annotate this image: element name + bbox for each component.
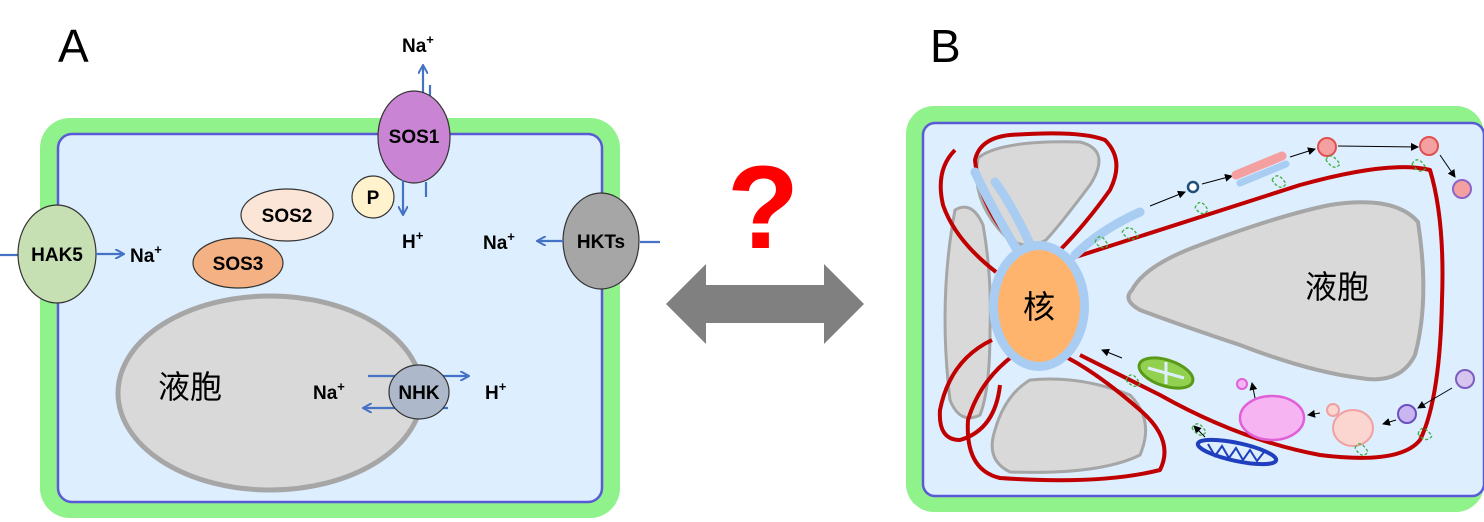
- endocytic-vesicle-2: [1397, 404, 1417, 424]
- traffic-arrow-7: [1382, 418, 1397, 426]
- sos1-h-label: H+: [402, 228, 424, 253]
- nucleus-label: 核: [1023, 289, 1055, 325]
- hak5-label: HAK5: [31, 245, 83, 266]
- vesicle-red-2: [1419, 136, 1439, 156]
- vesicle-fusing: [1452, 179, 1472, 199]
- panel-b-letter: B: [930, 20, 961, 72]
- traffic-arrow-1: [1149, 190, 1186, 207]
- sos3-protein: [192, 237, 284, 289]
- nhk-transporter: [388, 364, 450, 420]
- small-vesicle: [1186, 180, 1200, 194]
- traffic-arrow-5: [1439, 154, 1456, 178]
- golgi-stack-blue: [1236, 160, 1290, 187]
- er-strand-3: [1070, 207, 1145, 260]
- traffic-arrow-8: [1307, 409, 1321, 418]
- vacuole-b-label: 液胞: [1305, 269, 1369, 305]
- vesicle-red-1: [1317, 137, 1337, 157]
- sos1-label: SOS1: [389, 127, 440, 148]
- nhk-label: NHK: [398, 383, 439, 404]
- contact-sites: [1094, 155, 1433, 456]
- vacuole-b: [1126, 200, 1426, 382]
- double-arrow: [666, 264, 864, 344]
- mitochondrion-cristae: [1207, 443, 1265, 463]
- mitochondrion: [1195, 437, 1279, 467]
- er-strand-2: [990, 177, 1035, 249]
- phosphate-group: [351, 175, 395, 219]
- er-left-lower: [937, 338, 1002, 442]
- vacuole-lobe-top: [975, 140, 1101, 247]
- vacuole-a-label: 液胞: [158, 369, 222, 405]
- hkts-na-label: Na+: [483, 229, 515, 254]
- sos1-transporter: [377, 90, 451, 184]
- er-bottom-outline: [965, 353, 1167, 483]
- endosome: [1332, 409, 1374, 447]
- traffic-arrow-2: [1201, 173, 1233, 185]
- hak5-na-label: Na+: [130, 242, 162, 267]
- small-pink-vesicle: [1236, 378, 1248, 390]
- endosome-bud: [1326, 403, 1340, 417]
- golgi-stack-pink: [1231, 151, 1287, 180]
- comparison: ?: [666, 142, 864, 344]
- panel-a: A 液胞 HAK5 Na+ Na+ SOS1 H+ P SOS2 SOS3 HK…: [0, 20, 660, 518]
- nhk-na-label: Na+: [313, 379, 345, 404]
- sos2-protein: [240, 188, 334, 242]
- panel-a-letter: A: [58, 20, 89, 72]
- nhk-h-label: H+: [485, 379, 507, 404]
- traffic-arrow-3: [1289, 147, 1316, 158]
- traffic-arrow-6: [1417, 387, 1453, 409]
- endocytic-vesicle-1: [1455, 369, 1475, 389]
- prevacuolar-compartment: [1238, 394, 1306, 442]
- traffic-arrow-11: [1193, 425, 1206, 438]
- traffic-arrow-9: [1249, 382, 1258, 399]
- question-mark: ?: [727, 142, 799, 274]
- er-left-upper: [938, 148, 998, 274]
- traffic-arrow-4: [1337, 142, 1419, 151]
- er-strand-1: [970, 167, 1021, 253]
- sos1-na-label: Na+: [402, 32, 434, 57]
- hkts-label: HKTs: [577, 232, 625, 253]
- sos2-label: SOS2: [262, 206, 313, 227]
- panel-b: B 液胞 核: [906, 20, 1484, 512]
- phosphate-label: P: [367, 188, 380, 209]
- traffic-arrow-10: [1101, 348, 1123, 359]
- nucleus: [998, 250, 1080, 362]
- er-right-loop: [1059, 165, 1445, 460]
- sos3-label: SOS3: [213, 254, 264, 275]
